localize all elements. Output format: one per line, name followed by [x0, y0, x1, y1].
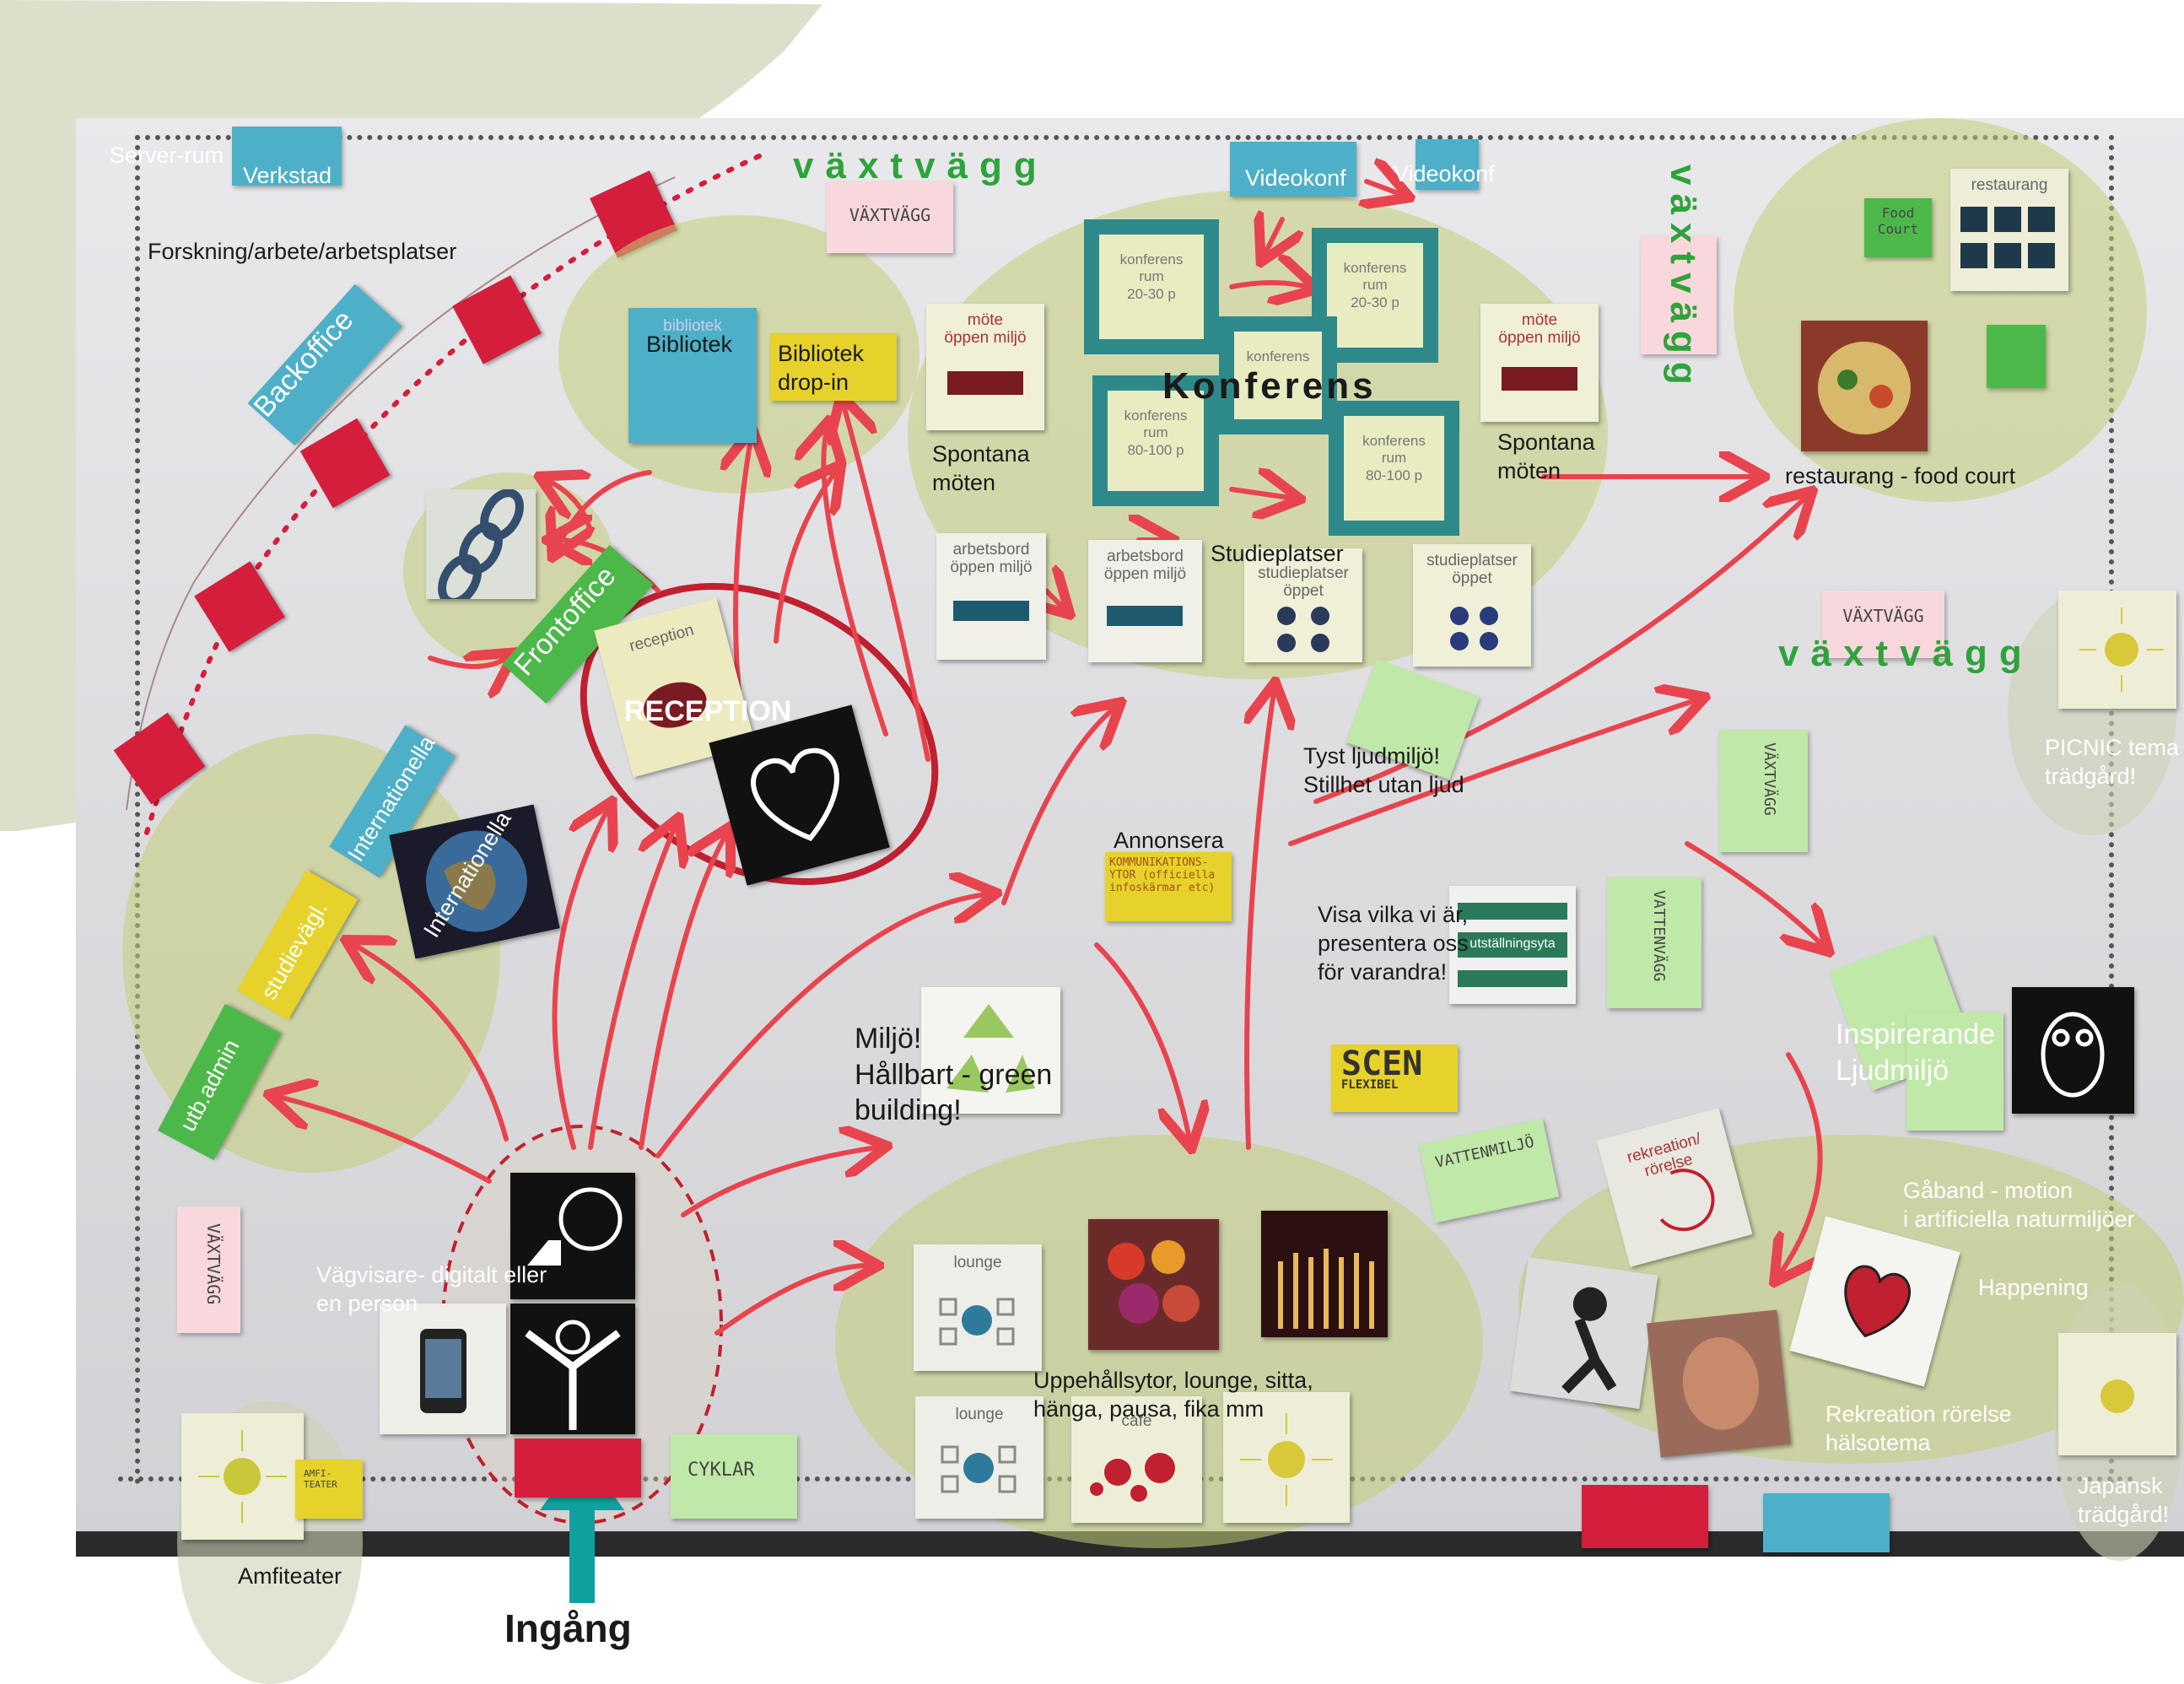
sticky-verkstad [232, 127, 342, 186]
person-running-photo [1509, 1256, 1658, 1410]
building-outline-left [135, 135, 140, 1485]
konferensrum-80-100-a: konferens rum 80-100 p [1092, 375, 1219, 506]
sticky-entrance-red [515, 1438, 641, 1498]
label-picnic: PICNIC tema trädgård! [2045, 735, 2180, 789]
label-ingang: Ingång [504, 1606, 632, 1650]
sticky-vaxtvagg-3: VÄXTVÄGG [1822, 591, 1944, 658]
lounge-card-2: lounge [915, 1396, 1043, 1519]
label-vaxtvagg-top: växtvägg [793, 145, 1049, 186]
label-tyst: Tyst ljudmiljö! Stillhet utan ljud [1303, 743, 1464, 797]
chain-icon [426, 488, 536, 607]
sticky-restaurang-note [1987, 325, 2046, 388]
label-bibliotek: Bibliotek [646, 332, 733, 357]
label-forskning: Forskning/arbete/arbetsplatser [148, 239, 457, 264]
konferensrum-20-30-a: konferens rum 20-30 p [1084, 219, 1219, 354]
building-outline-top [135, 135, 2100, 140]
label-spontana-2: Spontana möten [1497, 429, 1595, 483]
label-japansk: Japansk trädgård! [2078, 1473, 2170, 1527]
sticky-videokonf-2 [1416, 139, 1479, 190]
label-reception: RECEPTION [624, 695, 792, 727]
label-vaxtvagg-right: växtvägg [1778, 633, 2034, 674]
sticky-videokonf-1 [1230, 142, 1356, 197]
label-rekreation: Rekreation rörelse hälsotema [1825, 1401, 2012, 1455]
sun-icon-japansk [2058, 1333, 2176, 1455]
person-cheering-icon [510, 1303, 635, 1434]
cafe-card: cafe [1071, 1396, 1202, 1523]
scen-subtext: FLEXIBEL [1341, 1078, 1399, 1092]
label-annonsera: Annonsera [1114, 828, 1224, 853]
sticky-food-court: Food Court [1864, 198, 1932, 257]
label-vaxtvagg-vertical: växtvägg [1663, 165, 1704, 393]
sticky-amfiteater: AMFI- TEATER [295, 1460, 363, 1519]
label-happening: Happening [1978, 1275, 2089, 1300]
dancers-photo [1647, 1309, 1791, 1458]
scen-text: SCEN [1341, 1044, 1423, 1083]
food-photo [1801, 321, 1928, 451]
studieplats-card-1: studieplatser öppet [1244, 548, 1362, 662]
earth-image [389, 804, 560, 959]
sticky-vaxtvagg-5: VÄXTVÄGG [1719, 730, 1808, 852]
arbetsbord-card-2: arbetsbord öppen miljö [1088, 540, 1202, 662]
heart-burst-icon [1789, 1216, 1960, 1387]
heart-icon [709, 704, 890, 886]
studieplats-card-2: studieplatser öppet [1413, 544, 1531, 667]
sun-icon-picnic [2058, 591, 2176, 709]
mote-card-1: möte öppen miljö [926, 304, 1044, 430]
konferensrum-80-100-b: konferens rum 80-100 p [1329, 401, 1459, 536]
label-gaband: Gåband - motion i artificiella naturmilj… [1903, 1178, 2135, 1232]
rekreation-card: rekreation/ rörelse [1596, 1108, 1753, 1267]
bibliotek-card: bibliotek [628, 308, 757, 443]
restaurang-card: restaurang [1950, 169, 2068, 291]
sticky-bibliotek-dropin [770, 333, 897, 401]
label-server-rum: Server-rum [110, 143, 224, 168]
label-spontana-1: Spontana möten [932, 441, 1030, 495]
recycle-icon [921, 987, 1060, 1114]
sticky-vaxtvagg-4: VÄXTVÄGG [177, 1206, 240, 1333]
smartphone-image [380, 1303, 506, 1434]
label-restaurang: restaurang - food court [1785, 463, 2016, 488]
sticky-kommunikationsytor: KOMMUNIKATIONS- YTOR (officiella infoskä… [1105, 852, 1232, 921]
label-konferens: Konferens [1162, 365, 1377, 407]
label-amfiteater: Amfiteater [238, 1563, 342, 1589]
sticky-vaxtvagg-2 [1641, 236, 1717, 354]
sticky-cyklar: CYKLAR [671, 1434, 797, 1519]
owl-icon [2012, 987, 2134, 1114]
sun-icon [1223, 1392, 1350, 1523]
utstallningsyta-card: utställningsyta [1449, 886, 1576, 1004]
sticky-vaxtvagg-1: VÄXTVÄGG [827, 181, 953, 253]
label-vagvisare: Vägvisare- digitalt eller en person [316, 1262, 547, 1316]
label-videokonf-1: Videokonf [1245, 165, 1346, 191]
sticky-bottom-red [1582, 1485, 1708, 1548]
label-inspirerande: Inspirerande Ljudmiljö [1836, 1018, 1996, 1087]
label-verkstad: Verkstad [243, 163, 332, 188]
sticky-bottom-blue [1763, 1493, 1890, 1552]
label-uppehallsytor: Uppehållsytor, lounge, sitta, hänga, pau… [1033, 1368, 1313, 1422]
candles-photo [1261, 1211, 1388, 1337]
label-bibliotek-dropin: Bibliotek drop-in [778, 341, 865, 395]
label-visa: Visa vilka vi är, presentera oss för var… [1318, 902, 1469, 985]
mote-card-2: möte öppen miljö [1480, 304, 1599, 422]
sun-icon-amfiteater [181, 1413, 304, 1540]
smiley-thumbs-up-icon [510, 1173, 635, 1299]
sticky-scen: SCEN FLEXIBEL [1331, 1044, 1458, 1112]
label-studieplatser: Studieplatser [1211, 541, 1344, 566]
arbetsbord-card-1: arbetsbord öppen miljö [936, 533, 1046, 660]
label-miljo: Miljö! Hållbart - green building! [855, 1023, 1053, 1126]
konferensrum-c: konferens [1219, 316, 1337, 434]
label-videokonf-2: Videokonf [1394, 161, 1495, 186]
fruit-photo [1088, 1219, 1219, 1350]
lounge-card-1: lounge [914, 1244, 1042, 1371]
sticky-vattenvagg-3 [1906, 1012, 2003, 1131]
sticky-vattenvagg-1: VATTENVÄGG [1607, 877, 1701, 1008]
facade-curve [126, 154, 762, 846]
reception-card: reception [594, 597, 756, 778]
